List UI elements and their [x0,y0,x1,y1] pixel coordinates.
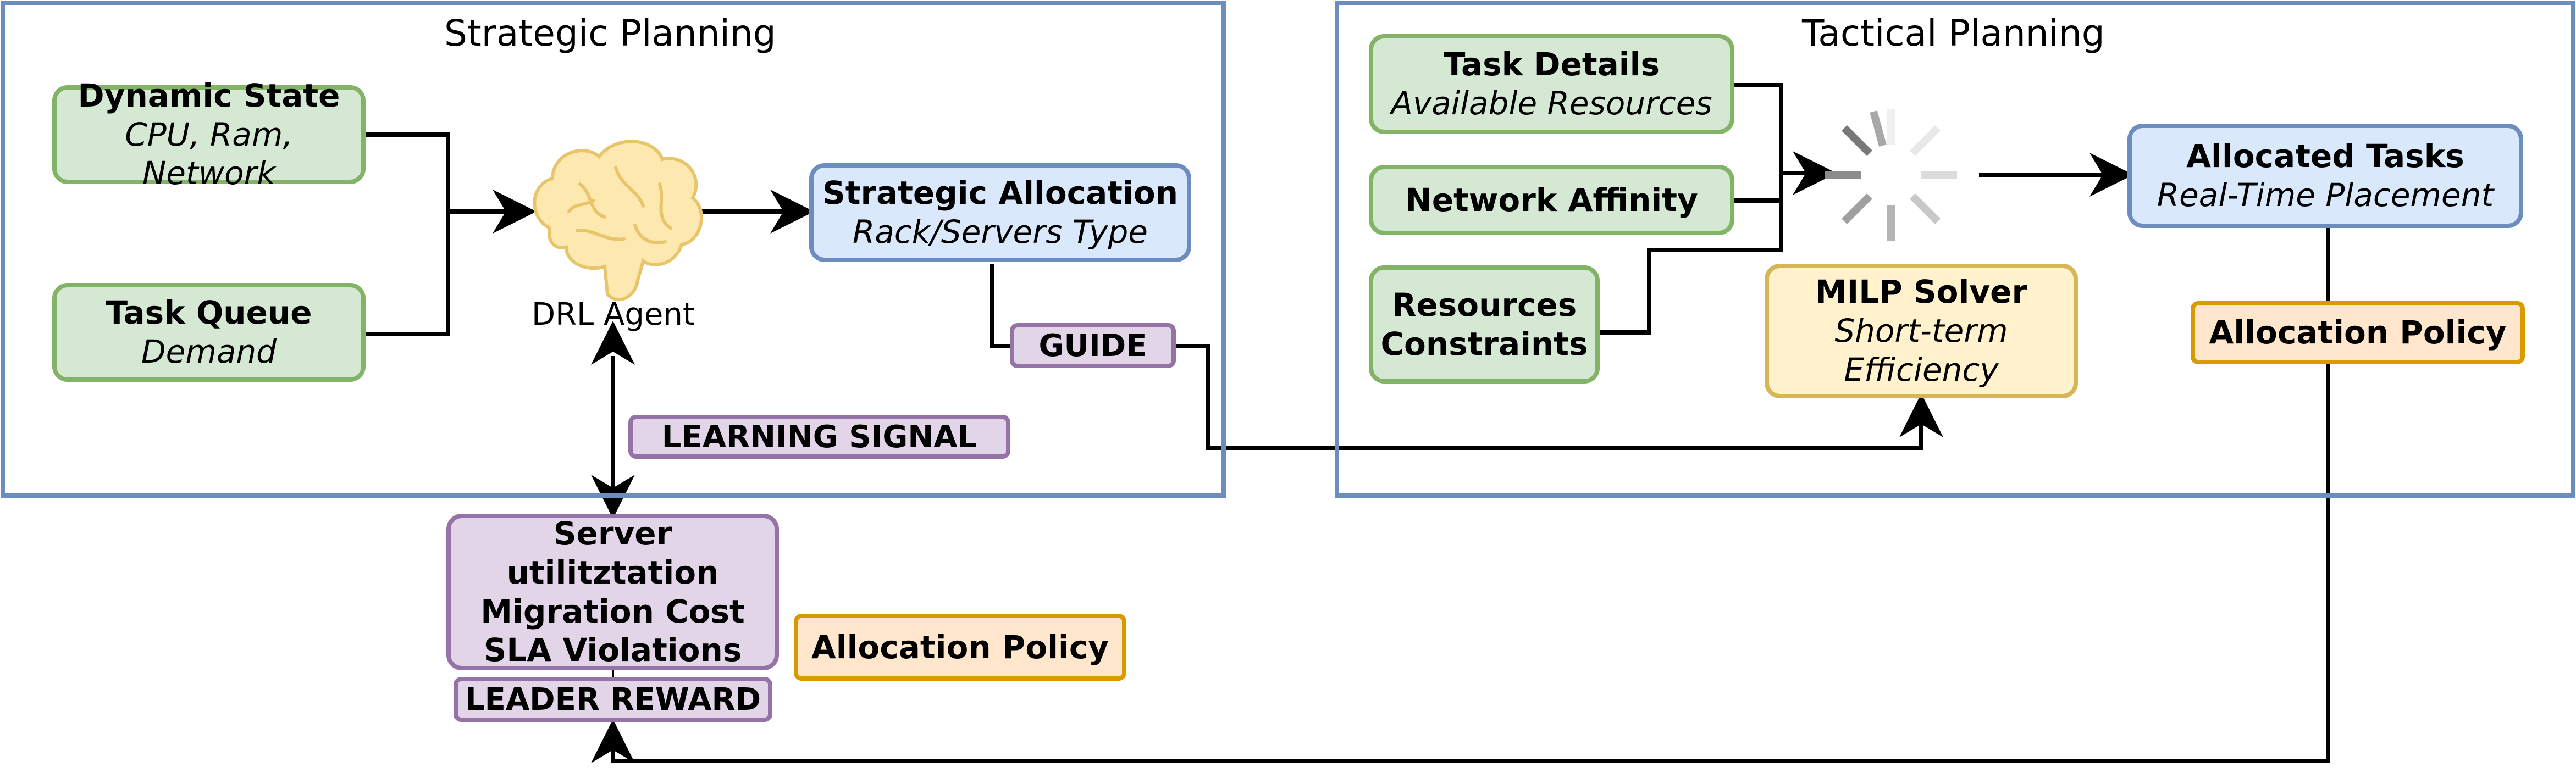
allocated-tasks-node: Allocated Tasks Real-Time Placement [2127,124,2523,228]
connector-guide [990,264,1011,348]
connector-task-details [1732,83,1783,173]
network-affinity-node: Network Affinity [1369,165,1734,235]
reward-line-sla-violations: SLA Violations [483,631,742,669]
milp-solver-line2: Efficiency [1844,351,1999,388]
spinner-icon [1825,109,1957,241]
milp-solver-title: MILP Solver [1815,273,2028,311]
resources-constraints-line1: Resources [1391,286,1577,324]
strategic-planning-panel [1,1,1226,498]
guide-tag: GUIDE [1010,323,1176,368]
reward-line-migration-cost: Migration Cost [480,592,745,630]
resources-constraints-node: Resources Constraints [1369,265,1600,384]
network-affinity-title: Network Affinity [1405,181,1698,219]
allocated-tasks-subtitle: Real-Time Placement [2157,176,2494,214]
dynamic-state-title: Dynamic State [78,76,340,114]
brain-icon [533,140,703,302]
tactical-planning-panel [1335,1,2575,498]
allocation-policy-bottom-label: Allocation Policy [811,628,1109,666]
connector-dynamic-state [363,132,450,212]
allocated-tasks-title: Allocated Tasks [2186,137,2464,175]
task-details-subtitle: Available Resources [1391,85,1712,122]
tactical-planning-title: Tactical Planning [1802,12,2105,54]
allocation-policy-right-label: Allocation Policy [2209,314,2507,352]
resources-constraints-line2: Constraints [1380,325,1588,363]
task-details-title: Task Details [1443,46,1660,84]
leader-reward-tag: LEADER REWARD [454,677,772,722]
strategic-allocation-subtitle: Rack/Servers Type [853,213,1148,251]
task-details-node: Task Details Available Resources [1369,34,1734,134]
reward-metrics-node: Server utilitztation Migration Cost SLA … [446,514,779,670]
allocation-policy-bottom-node: Allocation Policy [794,614,1126,681]
arrow-guide-to-milp [1174,344,1943,450]
connector-resources-constraints [1600,173,1783,335]
connector-task-queue [363,212,450,336]
allocation-policy-right-node: Allocation Policy [2191,301,2525,364]
task-queue-node: Task Queue Demand [52,283,366,382]
task-queue-subtitle: Demand [141,333,277,370]
learning-signal-tag: LEARNING SIGNAL [628,415,1010,459]
reward-line-server-utilization: Server utilitztation [506,515,719,591]
task-queue-title: Task Queue [106,294,312,332]
strategic-allocation-title: Strategic Allocation [822,174,1179,212]
drl-agent-label: DRL Agent [532,297,695,332]
milp-solver-node: MILP Solver Short-term Efficiency [1765,264,2078,398]
strategic-planning-title: Strategic Planning [444,12,776,54]
milp-solver-line1: Short-term [1834,312,2008,350]
dynamic-state-node: Dynamic State CPU, Ram, Network [52,77,366,192]
strategic-allocation-node: Strategic Allocation Rack/Servers Type [809,163,1191,262]
dynamic-state-subtitle: CPU, Ram, Network [125,115,293,192]
